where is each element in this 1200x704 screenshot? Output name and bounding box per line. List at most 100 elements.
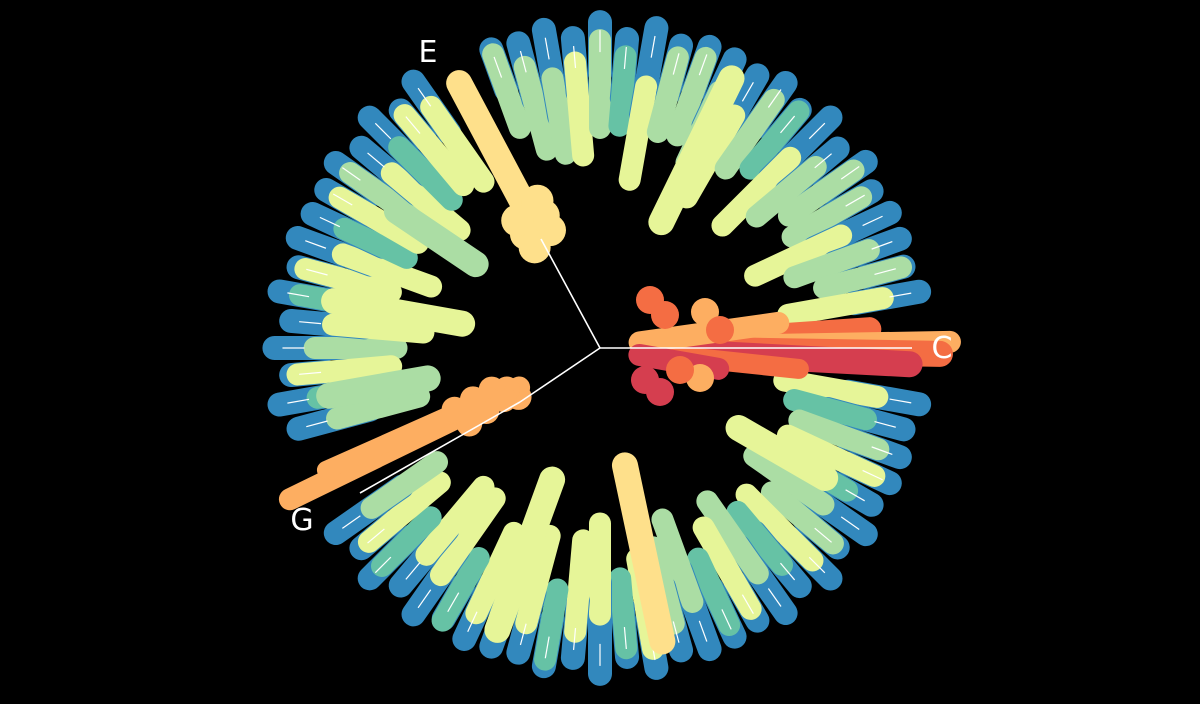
spoke-inner xyxy=(783,239,880,289)
spoke-inner xyxy=(744,224,853,287)
spoke-inner xyxy=(388,136,463,211)
cluster-e-node xyxy=(501,204,534,237)
spoke-inner xyxy=(415,475,495,566)
spoke-tick xyxy=(840,516,860,531)
spoke-inner xyxy=(515,524,561,635)
spoke-tick xyxy=(650,35,656,58)
spoke-tick xyxy=(405,562,421,580)
spoke-inner xyxy=(360,451,448,519)
tree-edge xyxy=(519,347,601,403)
spoke-tick xyxy=(447,592,460,613)
spoke-tick xyxy=(741,594,754,614)
spoke-tick xyxy=(814,527,832,543)
spoke-tick xyxy=(374,122,392,140)
spoke-tick xyxy=(845,194,865,207)
spoke-inner xyxy=(331,243,443,298)
spoke-inner xyxy=(783,389,877,431)
spoke-inner xyxy=(513,55,558,161)
spoke-inner xyxy=(651,508,704,613)
spoke-tick xyxy=(698,620,708,642)
spoke-tick xyxy=(299,321,322,325)
spoke-inner xyxy=(735,483,824,572)
spoke-tick xyxy=(721,609,732,630)
spoke-highlight xyxy=(484,466,566,643)
spoke-tick xyxy=(889,292,912,298)
spoke-tick xyxy=(780,115,796,134)
spoke-highlight xyxy=(648,65,745,236)
spoke-inner xyxy=(776,424,886,487)
cluster-e-node xyxy=(521,184,554,217)
spoke-tick xyxy=(672,53,680,75)
spoke-tick xyxy=(544,636,550,659)
spoke-tick xyxy=(417,87,432,107)
spoke-tick xyxy=(871,446,893,455)
spoke-tick xyxy=(332,193,353,206)
cluster-layer xyxy=(278,70,961,511)
spoke-highlight xyxy=(383,197,489,278)
cluster-c-node xyxy=(706,316,734,344)
spoke-inner xyxy=(777,287,894,326)
spoke-inner xyxy=(541,67,577,165)
spoke-tick xyxy=(840,165,860,180)
spoke-tick xyxy=(874,420,896,428)
spoke-inner xyxy=(788,409,890,461)
spoke-inner xyxy=(465,521,525,625)
spoke-inner xyxy=(380,162,471,242)
spoke-inner xyxy=(333,217,418,269)
spoke-inner xyxy=(711,146,802,237)
spoke-tick xyxy=(417,589,432,609)
node-label-g: G xyxy=(290,503,313,538)
spoke-tick xyxy=(519,623,527,646)
cluster-c-node xyxy=(666,356,694,384)
spoke-highlight xyxy=(611,452,676,655)
spoke-layer xyxy=(262,10,932,686)
spoke-inner xyxy=(696,490,769,585)
node-label-e: E xyxy=(419,35,438,70)
spoke-tick xyxy=(544,37,550,60)
tree-edge xyxy=(359,401,521,494)
spoke-inner xyxy=(773,369,889,408)
spoke-highlight xyxy=(321,288,476,337)
spoke-tick xyxy=(862,469,883,481)
spoke-tick xyxy=(306,420,328,428)
cluster-g-node xyxy=(441,396,468,423)
spoke-tick xyxy=(287,292,310,298)
tree-edge xyxy=(540,238,601,349)
spoke-tick xyxy=(767,588,782,607)
edge-layer xyxy=(359,238,912,494)
spoke-tick xyxy=(814,153,832,169)
spoke-tick xyxy=(374,556,392,574)
spoke-tick xyxy=(780,562,796,581)
spoke-tick xyxy=(305,240,327,249)
spoke-tick xyxy=(287,398,310,404)
spoke-tick xyxy=(623,627,627,650)
node-label-c: C xyxy=(932,331,953,366)
label-layer: E C G xyxy=(290,35,952,538)
spoke-inner xyxy=(326,385,431,430)
spoke-inner xyxy=(714,88,785,180)
spoke-inner xyxy=(743,445,835,516)
spoke-tick xyxy=(342,515,361,529)
spoke-inner xyxy=(328,186,429,254)
spoke-tick xyxy=(767,89,782,108)
spoke-inner xyxy=(322,313,435,344)
spoke-tick xyxy=(319,216,341,228)
spoke-inner xyxy=(564,529,595,643)
spoke-tick xyxy=(871,241,893,250)
spoke-tick xyxy=(889,398,912,404)
spoke-highlight xyxy=(725,415,839,491)
spoke-tick xyxy=(342,167,361,181)
spoke-tick xyxy=(845,489,865,502)
spoke-inner xyxy=(675,104,746,209)
spoke-tick xyxy=(367,152,385,168)
spoke-tick xyxy=(405,116,421,134)
spoke-inner xyxy=(420,95,495,193)
cluster-c-node xyxy=(646,378,674,406)
spoke-tick xyxy=(808,122,826,140)
spoke-tick xyxy=(698,54,708,76)
spoke-inner xyxy=(618,75,658,191)
spoke-tick xyxy=(519,50,527,73)
spoke-tick xyxy=(672,621,680,643)
spoke-tick xyxy=(572,627,577,650)
